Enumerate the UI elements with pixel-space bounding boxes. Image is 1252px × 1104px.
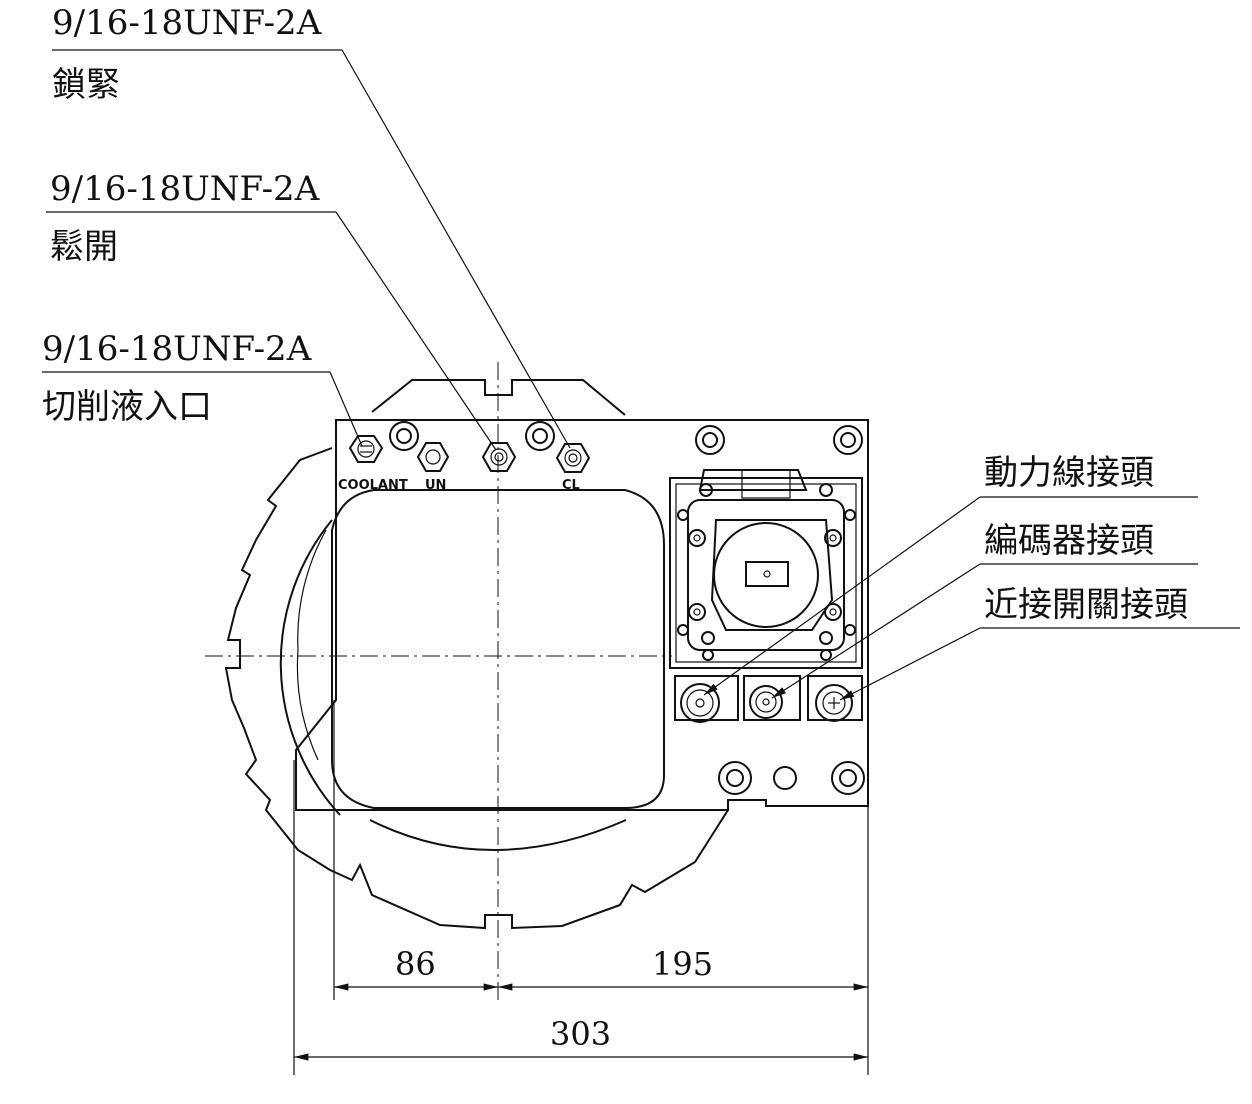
large-circle-inner-arc bbox=[296, 529, 327, 761]
encoder-connector-label: 編碼器接頭 bbox=[984, 521, 1154, 561]
bottom-bolt-2 bbox=[831, 761, 865, 795]
top-bolt-1 bbox=[389, 421, 419, 451]
top-bolt-2 bbox=[525, 421, 555, 451]
proximity-connector-leader bbox=[839, 627, 981, 701]
bottom-hole bbox=[773, 766, 797, 790]
release-fitting bbox=[481, 442, 517, 472]
coolant-thread-text: 9/16-18UNF-2A bbox=[42, 329, 312, 369]
unclamp-aux-fitting bbox=[416, 442, 450, 472]
dimension-86: 86 bbox=[395, 945, 436, 983]
port-label-clamp: CL bbox=[562, 478, 580, 493]
coolant-fitting bbox=[348, 435, 384, 463]
coolant-label: 切削液入口 bbox=[42, 387, 212, 427]
lock-fitting bbox=[555, 443, 591, 473]
large-circle-arc bbox=[279, 519, 341, 816]
lock-leader bbox=[341, 49, 571, 449]
dimension-195: 195 bbox=[652, 945, 713, 983]
bottom-arc bbox=[369, 819, 627, 851]
top-bolt-4 bbox=[833, 425, 863, 455]
rotary-body-outline bbox=[224, 379, 729, 930]
power-connector-leader bbox=[703, 496, 981, 696]
port-label-coolant: COOLANT bbox=[338, 478, 408, 493]
bottom-bolt-1 bbox=[718, 761, 752, 795]
encoder-connector-leader bbox=[771, 563, 981, 699]
front-cover bbox=[331, 489, 665, 809]
lock-label: 鎖緊 bbox=[52, 65, 120, 105]
power-connector-label: 動力線接頭 bbox=[984, 453, 1154, 493]
release-leader bbox=[335, 211, 497, 451]
encoder-connector bbox=[743, 675, 801, 721]
dimension-303: 303 bbox=[550, 1015, 611, 1053]
proximity-connector-label: 近接開關接頭 bbox=[984, 585, 1188, 625]
main-housing bbox=[295, 419, 869, 811]
proximity-connector bbox=[807, 675, 863, 722]
motor-connector-block bbox=[669, 469, 863, 669]
power-connector bbox=[674, 675, 739, 723]
lock-thread-text: 9/16-18UNF-2A bbox=[52, 3, 322, 43]
port-label-unclamp: UN bbox=[425, 478, 446, 493]
release-label: 鬆開 bbox=[50, 227, 118, 267]
coolant-leader bbox=[329, 371, 363, 447]
release-thread-text: 9/16-18UNF-2A bbox=[50, 169, 320, 209]
top-bolt-3 bbox=[695, 425, 725, 455]
